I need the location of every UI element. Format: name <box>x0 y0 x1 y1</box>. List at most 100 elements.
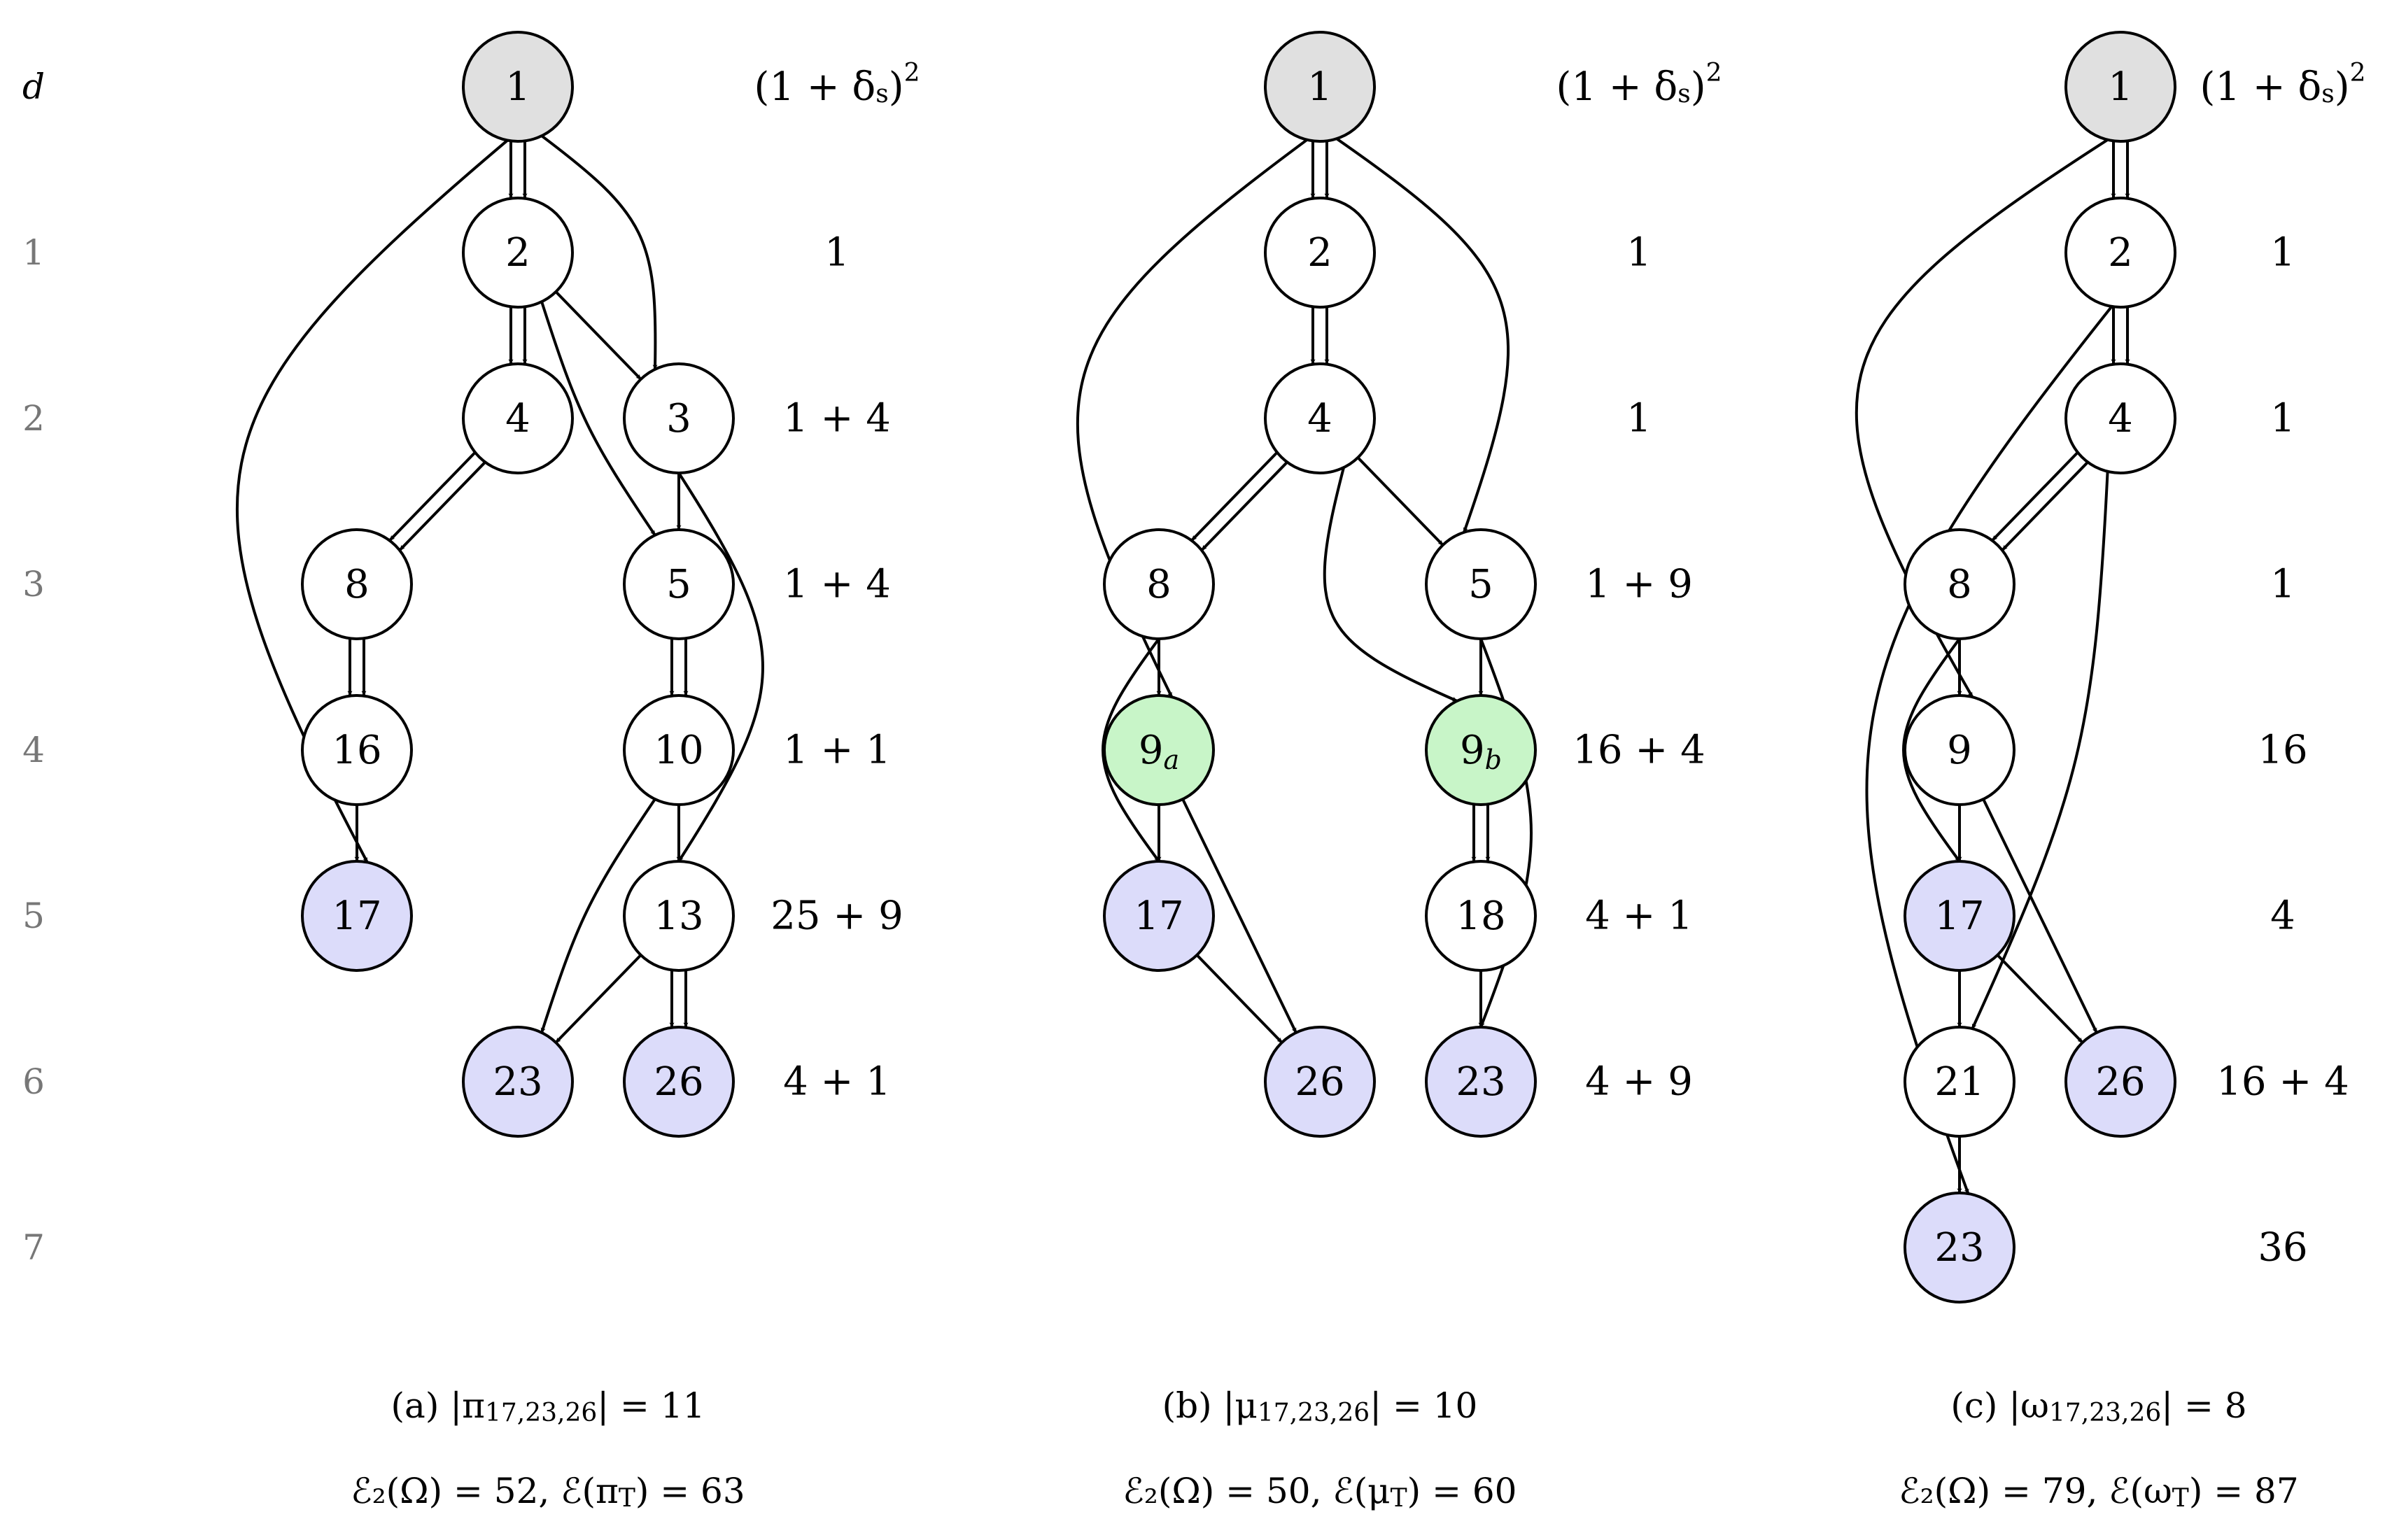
node-label: 1 <box>2108 64 2133 110</box>
node-b-5: 5 <box>1425 528 1537 640</box>
node-label: 21 <box>1934 1059 1984 1105</box>
edge-b-17-26 <box>1195 954 1283 1044</box>
cost-value: 1 <box>2270 396 2295 441</box>
node-circle <box>2064 1026 2176 1138</box>
cost-value: 1 <box>2270 562 2295 607</box>
node-circle <box>301 860 413 972</box>
cost-value: 4 <box>2270 893 2295 939</box>
node-label: 18 <box>1456 893 1505 939</box>
node-circle <box>2064 197 2176 309</box>
cost-value: 1 <box>1626 230 1652 276</box>
depth-label-1: 1 <box>22 232 45 273</box>
edge-c-4-21 <box>1971 471 2109 1030</box>
node-c-1: 1 <box>2064 31 2176 143</box>
node-label: 4 <box>1307 396 1332 441</box>
node-circle <box>1103 528 1215 640</box>
node-label: 13 <box>654 893 703 939</box>
node-circle <box>1904 528 2015 640</box>
edges-a <box>235 134 764 1044</box>
cost-value: 16 + 4 <box>1573 728 1705 773</box>
node-circle <box>1264 197 1376 309</box>
node-c-2: 2 <box>2064 197 2176 309</box>
node-circle <box>1904 860 2015 972</box>
node-c-9: 9 <box>1904 694 2015 806</box>
caption-line2: ℰ₂(Ω) = 79, ℰ(ωT) = 87 <box>1899 1471 2298 1513</box>
node-label: 4 <box>2108 396 2133 441</box>
node-circle <box>1264 31 1376 143</box>
edge-c-9-26 <box>1982 798 2098 1033</box>
node-circle <box>462 31 574 143</box>
node-label: 9b <box>1460 728 1502 776</box>
cost-value: 1 <box>824 230 850 276</box>
node-circle <box>2064 362 2176 474</box>
node-b-1: 1 <box>1264 31 1376 143</box>
node-a-1: 1 <box>462 31 574 143</box>
node-b-23: 23 <box>1425 1026 1537 1138</box>
caption-line2: ℰ₂(Ω) = 50, ℰ(μT) = 60 <box>1123 1471 1517 1513</box>
edge-a-13-23 <box>554 954 642 1044</box>
caption-line1: (a) |π17,23,26| = 11 <box>391 1385 705 1427</box>
node-c-21: 21 <box>1904 1026 2015 1138</box>
node-b-26: 26 <box>1264 1026 1376 1138</box>
node-label: 26 <box>2095 1059 2145 1105</box>
node-c-17: 17 <box>1904 860 2015 972</box>
node-b-9b: 9b <box>1425 694 1537 806</box>
node-label: 8 <box>1947 562 1972 607</box>
node-circle <box>1103 860 1215 972</box>
node-a-16: 16 <box>301 694 413 806</box>
node-b-9a: 9a <box>1103 694 1215 806</box>
node-label: 17 <box>332 893 381 939</box>
node-a-3: 3 <box>623 362 735 474</box>
node-circle <box>301 694 413 806</box>
nodes-b: 1 2 4 8 5 9a 9b 17 18 26 23 <box>1103 31 1537 1138</box>
edge-b-1-5 <box>1335 137 1510 533</box>
cost-value: 1 + 4 <box>783 396 891 441</box>
edge-c-2-23 <box>1865 305 2113 1194</box>
node-b-8: 8 <box>1103 528 1215 640</box>
panel-b: 1 2 4 8 5 9a 9b 17 18 26 23 (1 + δs)2 1 1 1 + 9 16 + 4 4… <box>1076 31 1722 1513</box>
edges-b <box>1076 137 1533 1044</box>
edge-b-4-8-a <box>1201 461 1288 551</box>
node-label: 23 <box>1934 1225 1984 1271</box>
node-c-8: 8 <box>1904 528 2015 640</box>
cost-header: (1 + δs)2 <box>2200 59 2366 110</box>
node-circle <box>1425 694 1537 806</box>
node-circle <box>1103 694 1215 806</box>
depth-label-2: 2 <box>22 398 45 439</box>
node-c-26: 26 <box>2064 1026 2176 1138</box>
node-a-5: 5 <box>623 528 735 640</box>
node-circle <box>1904 694 2015 806</box>
node-a-10: 10 <box>623 694 735 806</box>
edge-c-4-8-a <box>2001 461 2089 551</box>
node-circle <box>623 860 735 972</box>
node-label: 8 <box>344 562 370 607</box>
node-a-13: 13 <box>623 860 735 972</box>
node-label: 1 <box>1307 64 1332 110</box>
caption-line1: (c) |ω17,23,26| = 8 <box>1950 1385 2246 1427</box>
node-circle <box>462 362 574 474</box>
node-b-17: 17 <box>1103 860 1215 972</box>
node-label: 5 <box>666 562 691 607</box>
node-circle <box>623 694 735 806</box>
edge-a-3-13 <box>677 472 764 863</box>
node-label: 8 <box>1146 562 1172 607</box>
depth-label-5: 5 <box>22 896 45 936</box>
node-circle <box>1904 1026 2015 1138</box>
node-circle <box>1264 1026 1376 1138</box>
cost-value: 1 + 9 <box>1585 562 1693 607</box>
depth-header: d <box>22 66 45 107</box>
node-label: 1 <box>505 64 530 110</box>
node-label: 4 <box>505 396 530 441</box>
node-label: 2 <box>1307 230 1332 276</box>
cost-header: (1 + δs)2 <box>1556 59 1722 110</box>
cost-value: 1 <box>1626 396 1652 441</box>
edge-a-1-17 <box>235 139 509 863</box>
edges-c <box>1855 139 2130 1194</box>
node-label: 23 <box>1456 1059 1505 1105</box>
node-a-23: 23 <box>462 1026 574 1138</box>
cost-header: (1 + δs)2 <box>754 59 920 110</box>
